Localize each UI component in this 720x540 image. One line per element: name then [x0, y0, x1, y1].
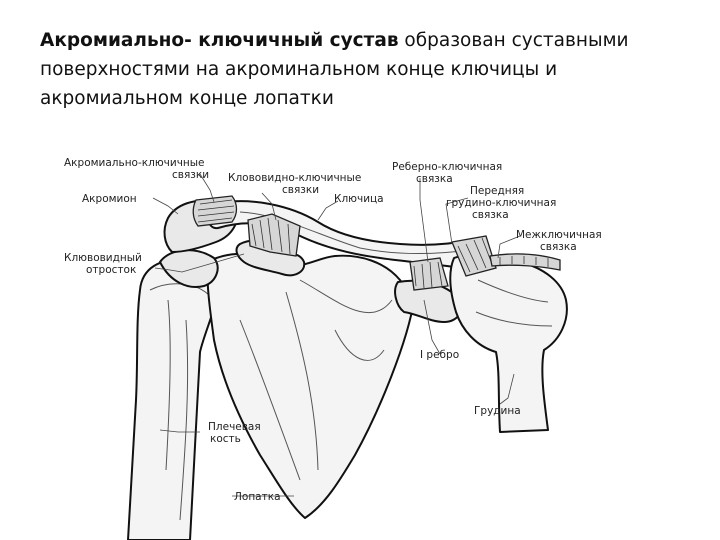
label-anterior-sternoclavicular-line3: связка — [472, 209, 509, 221]
label-interclavicular-line1: Межключичная — [516, 229, 602, 241]
label-interclavicular-line2: связка — [540, 241, 577, 253]
label-scapula: Лопатка — [234, 491, 281, 503]
label-acromioclavicular-ligaments-line2: связки — [172, 169, 209, 181]
humerus-shape — [128, 260, 218, 540]
scapula-shape — [207, 254, 414, 518]
label-coracoid-process-line1: Клювовидный — [64, 252, 142, 264]
label-coracoclavicular-ligaments-line1: Клововидно-ключичные — [228, 172, 361, 184]
label-humerus-line1: Плечевая — [208, 421, 261, 433]
label-acromion: Акромион — [82, 193, 137, 205]
label-first-rib: I ребро — [420, 349, 459, 361]
label-clavicle: Ключица — [334, 193, 384, 205]
label-costoclavicular-ligament-line2: связка — [416, 173, 453, 185]
label-costoclavicular-ligament-line1: Реберно-ключичная — [392, 161, 502, 173]
label-acromioclavicular-ligaments-line1: Акромиально-ключичные — [64, 157, 205, 169]
label-coracoid-process-line2: отросток — [86, 264, 136, 276]
label-anterior-sternoclavicular-line1: Передняя — [470, 185, 524, 197]
label-sternum: Грудина — [474, 405, 521, 417]
label-anterior-sternoclavicular-line2: грудино-ключичная — [446, 197, 556, 209]
label-coracoclavicular-ligaments-line2: связки — [282, 184, 319, 196]
label-humerus-line2: кость — [210, 433, 241, 445]
